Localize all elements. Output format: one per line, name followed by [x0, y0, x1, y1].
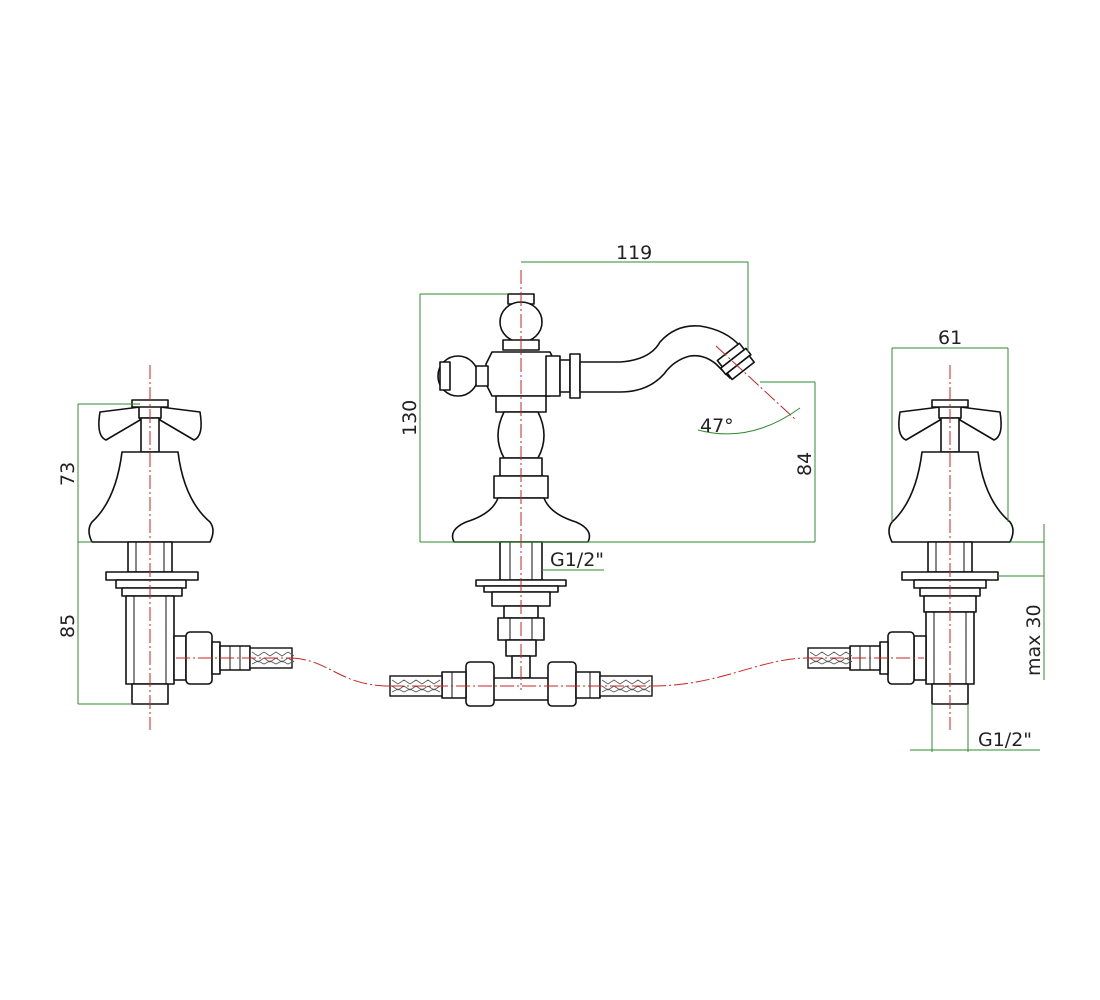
- left-cross-handle-icon: [98, 399, 202, 453]
- dim-spray-angle: 47°: [700, 415, 734, 437]
- dim-max-deck: max 30: [1023, 604, 1045, 676]
- center-axes: [149, 270, 951, 730]
- center-mixer: [389, 293, 756, 707]
- dimension-lines: [77, 261, 1045, 752]
- dim-valve-width: 61: [938, 327, 962, 349]
- left-lever-knob-icon: [437, 355, 489, 397]
- dim-thread-right: G1/2": [978, 729, 1032, 751]
- dim-spout-reach: 119: [616, 242, 652, 264]
- dim-valve-body-height: 85: [57, 614, 79, 638]
- dim-spout-height: 84: [794, 452, 816, 476]
- dim-thread-center: G1/2": [550, 549, 604, 571]
- left-valve: [88, 399, 295, 705]
- dim-total-height: 130: [399, 400, 421, 436]
- dim-valve-head-height: 73: [57, 462, 79, 486]
- left-bell-body: [88, 451, 214, 543]
